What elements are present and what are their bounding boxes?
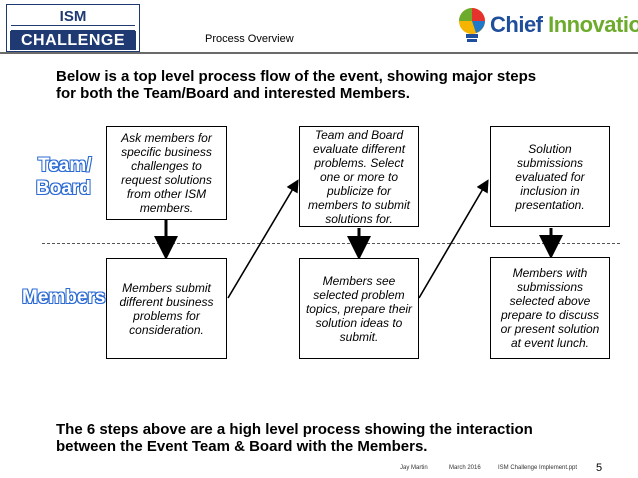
page-number: 5 — [596, 462, 603, 474]
lane-label-team: Team/ — [37, 154, 92, 177]
arrow-up-right-icon — [418, 179, 489, 299]
ism-logo-rule — [11, 25, 135, 31]
step-team-evaluate-problems: Team and Board evaluate different proble… — [299, 126, 419, 227]
intro-line-1: Below is a top level process flow of the… — [56, 68, 537, 85]
ism-challenge-logo: ISM CHALLENGE — [6, 4, 140, 52]
step-text: Solution submissions evaluated for inclu… — [515, 141, 585, 212]
brand-word-chief: Chief — [490, 12, 543, 37]
lightbulb-icon — [459, 8, 485, 42]
step-members-prepare-ideas: Members see selected problem topics, pre… — [299, 258, 419, 359]
intro-paragraph: Below is a top level process flow of the… — [56, 68, 616, 102]
ism-logo-bottom-text: CHALLENGE — [10, 31, 136, 50]
header-divider — [0, 52, 638, 54]
step-text: Members with submissions selected above … — [500, 266, 600, 350]
swimlane-divider — [42, 243, 620, 244]
step-members-submit-problems: Members submit different business proble… — [106, 258, 227, 359]
step-team-evaluate-solutions: Solution submissions evaluated for inclu… — [490, 126, 610, 227]
brand-word-innovation: Innovation — [548, 12, 638, 37]
intro-line-2: for both the Team/Board and interested M… — [56, 85, 410, 102]
arrow-up-right-icon — [227, 179, 299, 299]
step-text: Ask members for specific business challe… — [121, 131, 212, 215]
chief-innovation-logo: Chief Innovation — [456, 6, 638, 46]
step-team-ask-members: Ask members for specific business challe… — [106, 126, 227, 220]
slide-subtitle: Process Overview — [205, 33, 294, 45]
lane-label-members: Members — [21, 286, 106, 309]
step-text: Team and Board evaluate different proble… — [307, 127, 411, 226]
step-members-present-solution: Members with submissions selected above … — [490, 257, 610, 359]
footer-filename: ISM Challenge Implement.ppt — [498, 465, 578, 471]
step-text: Members submit different business proble… — [119, 280, 214, 337]
summary-line-1: The 6 steps above are a high level proce… — [56, 421, 533, 438]
summary-line-2: between the Event Team & Board with the … — [56, 438, 428, 455]
footer-date: March 2016 — [449, 465, 481, 471]
lane-label-board: Board — [35, 177, 91, 200]
step-text: Members see selected problem topics, pre… — [305, 273, 413, 344]
summary-paragraph: The 6 steps above are a high level proce… — [56, 421, 616, 455]
ism-logo-top-text: ISM — [59, 8, 87, 25]
chief-innovation-wordmark: Chief Innovation — [490, 12, 638, 38]
footer-author: Jay Martin — [400, 465, 428, 471]
